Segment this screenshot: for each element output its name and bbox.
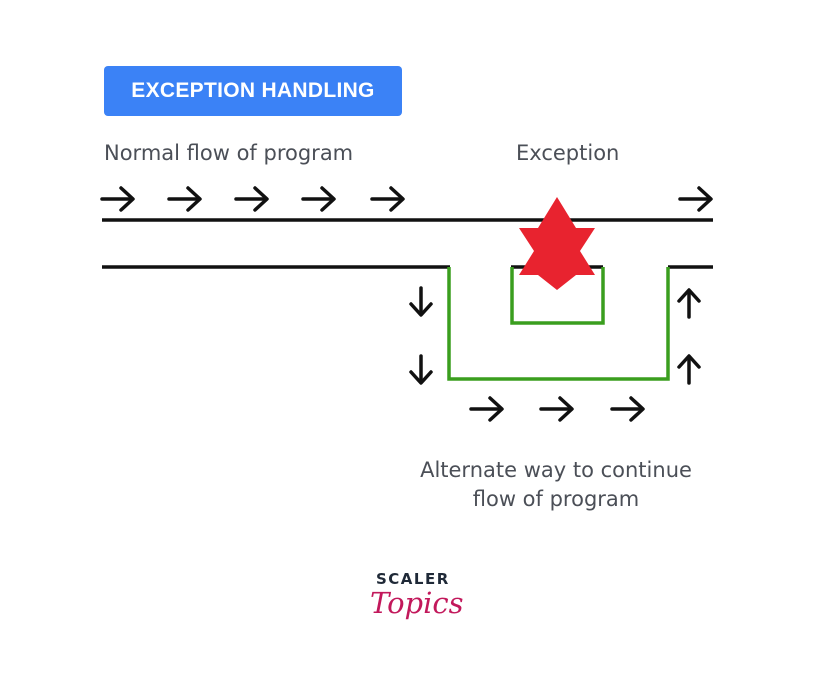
alternate-flow-label-line1: Alternate way to continue (420, 458, 692, 482)
right-arrow-icon (100, 186, 135, 212)
logo-scaler-text: SCALER (376, 570, 450, 588)
exception-block (510, 267, 605, 325)
alternate-flow-label: Alternate way to continue flow of progra… (404, 456, 708, 514)
right-arrow-icon (234, 186, 269, 212)
title-text: EXCEPTION HANDLING (131, 79, 375, 102)
down-arrow-icon (409, 354, 433, 385)
right-arrow-icon (301, 186, 336, 212)
up-arrow-icon (677, 288, 701, 319)
up-arrow-icon (677, 354, 701, 385)
alternate-flow-label-line2: flow of program (472, 487, 640, 511)
right-arrow-icon (370, 186, 405, 212)
normal-flow-label: Normal flow of program (104, 141, 354, 165)
title-badge: EXCEPTION HANDLING (104, 66, 402, 116)
right-arrow-icon (167, 186, 202, 212)
exception-star-icon (519, 197, 595, 290)
alternate-path (447, 267, 670, 381)
right-arrow-icon (678, 186, 713, 212)
scaler-topics-logo: SCALER Topics (362, 570, 464, 636)
exception-label: Exception (516, 141, 620, 165)
right-arrow-icon (539, 396, 574, 422)
right-arrow-icon (469, 396, 504, 422)
down-arrow-icon (409, 286, 433, 317)
logo-topics-text: Topics (370, 586, 464, 620)
right-arrow-icon (610, 396, 645, 422)
